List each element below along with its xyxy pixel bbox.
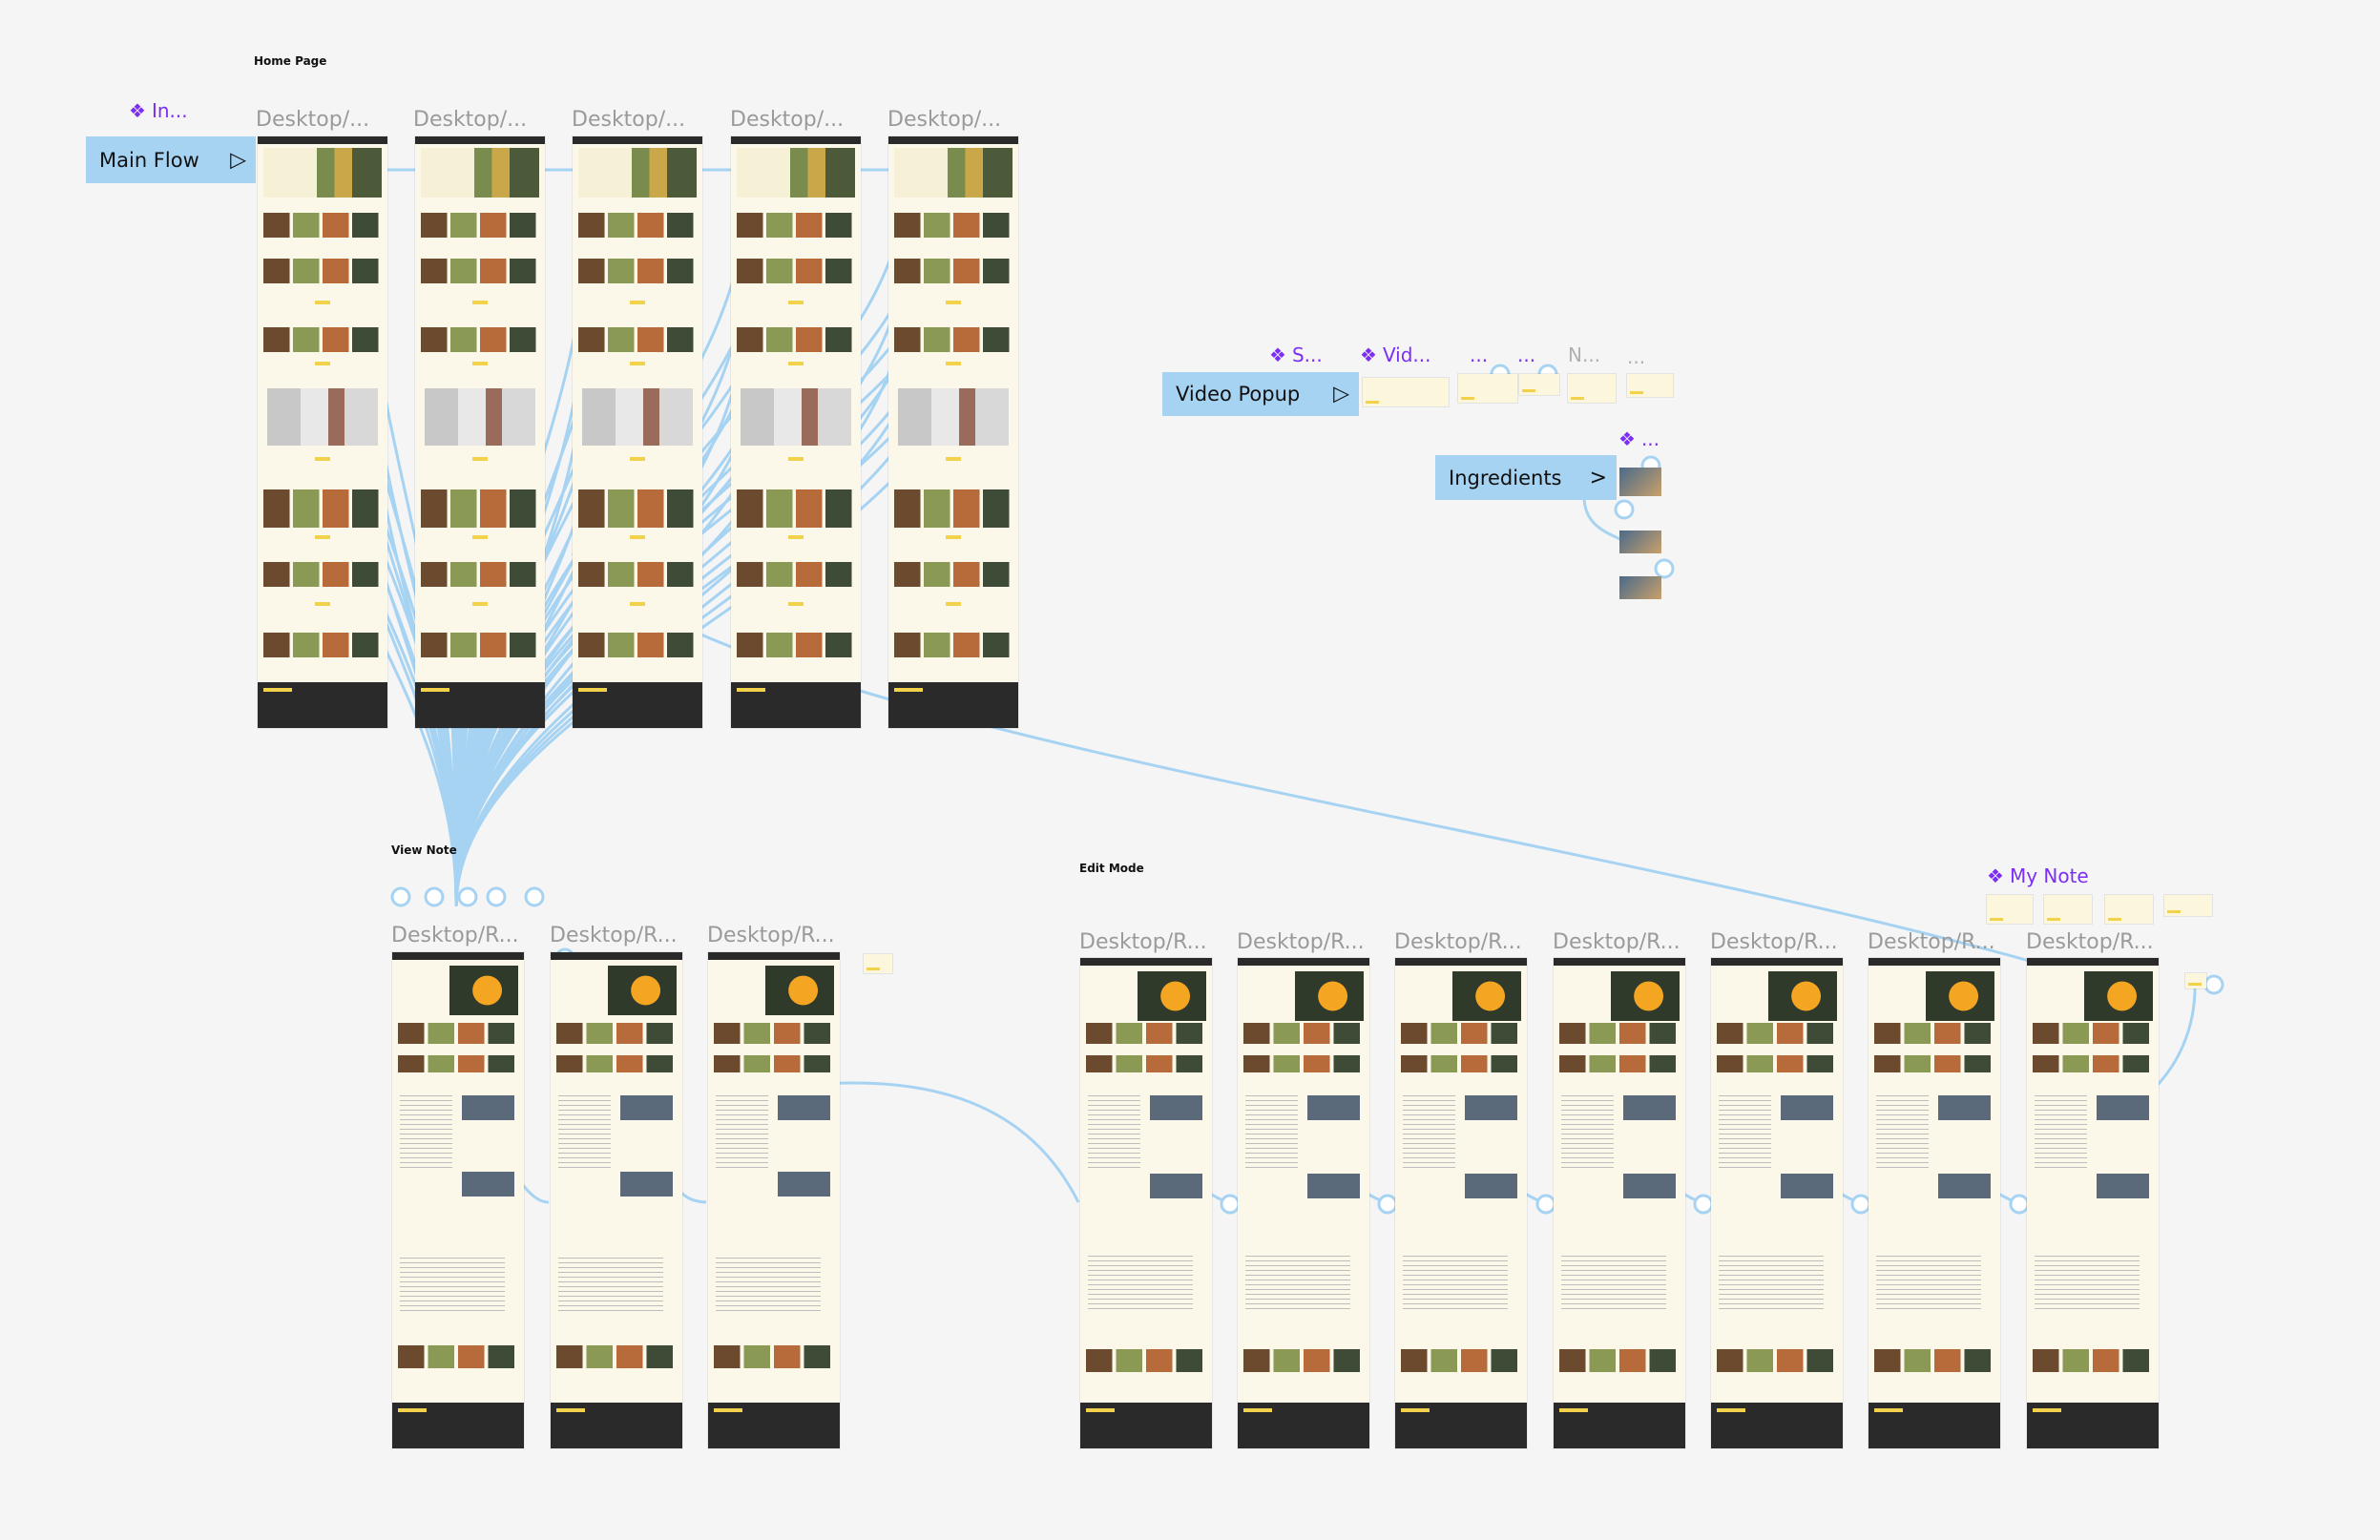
connection-node[interactable]	[2203, 974, 2224, 995]
edit-frame-title-7[interactable]: Desktop/R...	[2026, 930, 2154, 954]
edit-frame-title-6[interactable]: Desktop/R...	[1868, 930, 1995, 954]
component-vid-label[interactable]: ❖Vid...	[1360, 343, 1431, 366]
section-label-edit-mode: Edit Mode	[1079, 862, 1144, 875]
section-label-home-page: Home Page	[254, 54, 327, 68]
ingredients-flow-button[interactable]: Ingredients >	[1435, 455, 1617, 500]
view-frame-title-2[interactable]: Desktop/R...	[550, 924, 678, 947]
ingredient-thumb-3[interactable]	[1619, 576, 1661, 599]
component-ingredients-label[interactable]: ❖...	[1618, 427, 1660, 450]
view-note-frame-1[interactable]	[392, 952, 524, 1448]
my-note-card-2[interactable]	[2044, 895, 2092, 924]
my-note-overlay-card[interactable]	[2185, 973, 2206, 989]
view-note-overlay-card[interactable]	[864, 954, 892, 973]
home-frame-title-5[interactable]: Desktop/...	[887, 108, 1002, 132]
video-popup-card-4[interactable]	[1568, 374, 1616, 403]
connection-node[interactable]	[1654, 558, 1675, 579]
home-frame-title-4[interactable]: Desktop/...	[730, 108, 845, 132]
play-arrow-icon: ▷	[1333, 382, 1349, 406]
section-label-view-note: View Note	[391, 843, 457, 857]
edit-frame-title-3[interactable]: Desktop/R...	[1394, 930, 1522, 954]
connection-node[interactable]	[1614, 499, 1635, 520]
home-frame-title-1[interactable]: Desktop/...	[256, 108, 370, 132]
connection-node[interactable]	[1535, 1194, 1556, 1215]
view-note-frame-3[interactable]	[708, 952, 840, 1448]
my-note-card-4[interactable]	[2164, 895, 2212, 916]
edit-frame-title-1[interactable]: Desktop/R...	[1079, 930, 1207, 954]
connection-node[interactable]	[1220, 1194, 1241, 1215]
main-flow-button[interactable]: Main Flow ▷	[86, 136, 256, 183]
edit-mode-frame-6[interactable]	[1869, 958, 2000, 1448]
connection-node[interactable]	[2009, 1194, 2030, 1215]
home-frame-title-2[interactable]: Desktop/...	[413, 108, 528, 132]
wire-view-3	[782, 1081, 1080, 1203]
chevron-right-icon: >	[1589, 466, 1607, 489]
component-diamond-icon: ❖	[1269, 343, 1286, 366]
my-note-card-3[interactable]	[2105, 895, 2153, 924]
ingredient-thumb-1[interactable]	[1619, 468, 1661, 496]
connection-node[interactable]	[1377, 1194, 1398, 1215]
home-frame-2[interactable]	[415, 136, 545, 728]
edit-frame-title-4[interactable]: Desktop/R...	[1553, 930, 1681, 954]
video-popup-flow-button[interactable]: Video Popup ▷	[1162, 372, 1359, 416]
ingredients-label: Ingredients	[1449, 466, 1562, 489]
view-note-frame-2[interactable]	[551, 952, 682, 1448]
my-note-card-1[interactable]	[1987, 895, 2033, 924]
edit-mode-frame-5[interactable]	[1711, 958, 1843, 1448]
edit-mode-frame-4[interactable]	[1554, 958, 1685, 1448]
home-frame-title-3[interactable]: Desktop/...	[572, 108, 686, 132]
home-frame-4[interactable]	[731, 136, 861, 728]
edit-frame-title-2[interactable]: Desktop/R...	[1237, 930, 1365, 954]
video-popup-card-2[interactable]	[1458, 374, 1517, 403]
edit-mode-frame-1[interactable]	[1080, 958, 1212, 1448]
connection-node[interactable]	[457, 886, 478, 907]
view-frame-title-1[interactable]: Desktop/R...	[391, 924, 519, 947]
connection-node[interactable]	[486, 886, 507, 907]
home-frame-5[interactable]	[888, 136, 1018, 728]
component-dots-label-2[interactable]: ...	[1517, 343, 1536, 366]
connection-node[interactable]	[424, 886, 445, 907]
video-popup-card-3[interactable]	[1519, 374, 1559, 395]
ingredient-thumb-2[interactable]	[1619, 531, 1661, 553]
video-popup-label: Video Popup	[1176, 383, 1301, 406]
frame-n-label[interactable]: N...	[1568, 343, 1601, 366]
connection-node[interactable]	[524, 886, 545, 907]
component-s-label[interactable]: ❖S...	[1269, 343, 1323, 366]
home-frame-1[interactable]	[258, 136, 387, 728]
video-popup-card-1[interactable]	[1363, 378, 1449, 406]
component-diamond-icon: ❖	[1618, 427, 1636, 450]
component-dots-label-1[interactable]: ...	[1470, 343, 1489, 366]
component-diamond-icon: ❖	[1360, 343, 1377, 366]
view-frame-title-3[interactable]: Desktop/R...	[707, 924, 835, 947]
component-my-note-label[interactable]: ❖My Note	[1987, 864, 2089, 887]
component-in-label[interactable]: ❖In...	[129, 99, 188, 122]
video-popup-card-5[interactable]	[1627, 374, 1673, 397]
connection-node[interactable]	[390, 886, 411, 907]
play-arrow-icon: ▷	[230, 148, 246, 172]
frame-dots-label[interactable]: ...	[1627, 345, 1646, 368]
edit-frame-title-5[interactable]: Desktop/R...	[1710, 930, 1838, 954]
connection-node[interactable]	[1850, 1194, 1871, 1215]
edit-mode-frame-3[interactable]	[1395, 958, 1527, 1448]
edit-mode-frame-2[interactable]	[1238, 958, 1369, 1448]
connection-node[interactable]	[1693, 1194, 1714, 1215]
component-diamond-icon: ❖	[129, 99, 146, 122]
home-frame-3[interactable]	[573, 136, 702, 728]
main-flow-label: Main Flow	[99, 148, 199, 172]
edit-mode-frame-7[interactable]	[2027, 958, 2159, 1448]
component-diamond-icon: ❖	[1987, 864, 2004, 887]
